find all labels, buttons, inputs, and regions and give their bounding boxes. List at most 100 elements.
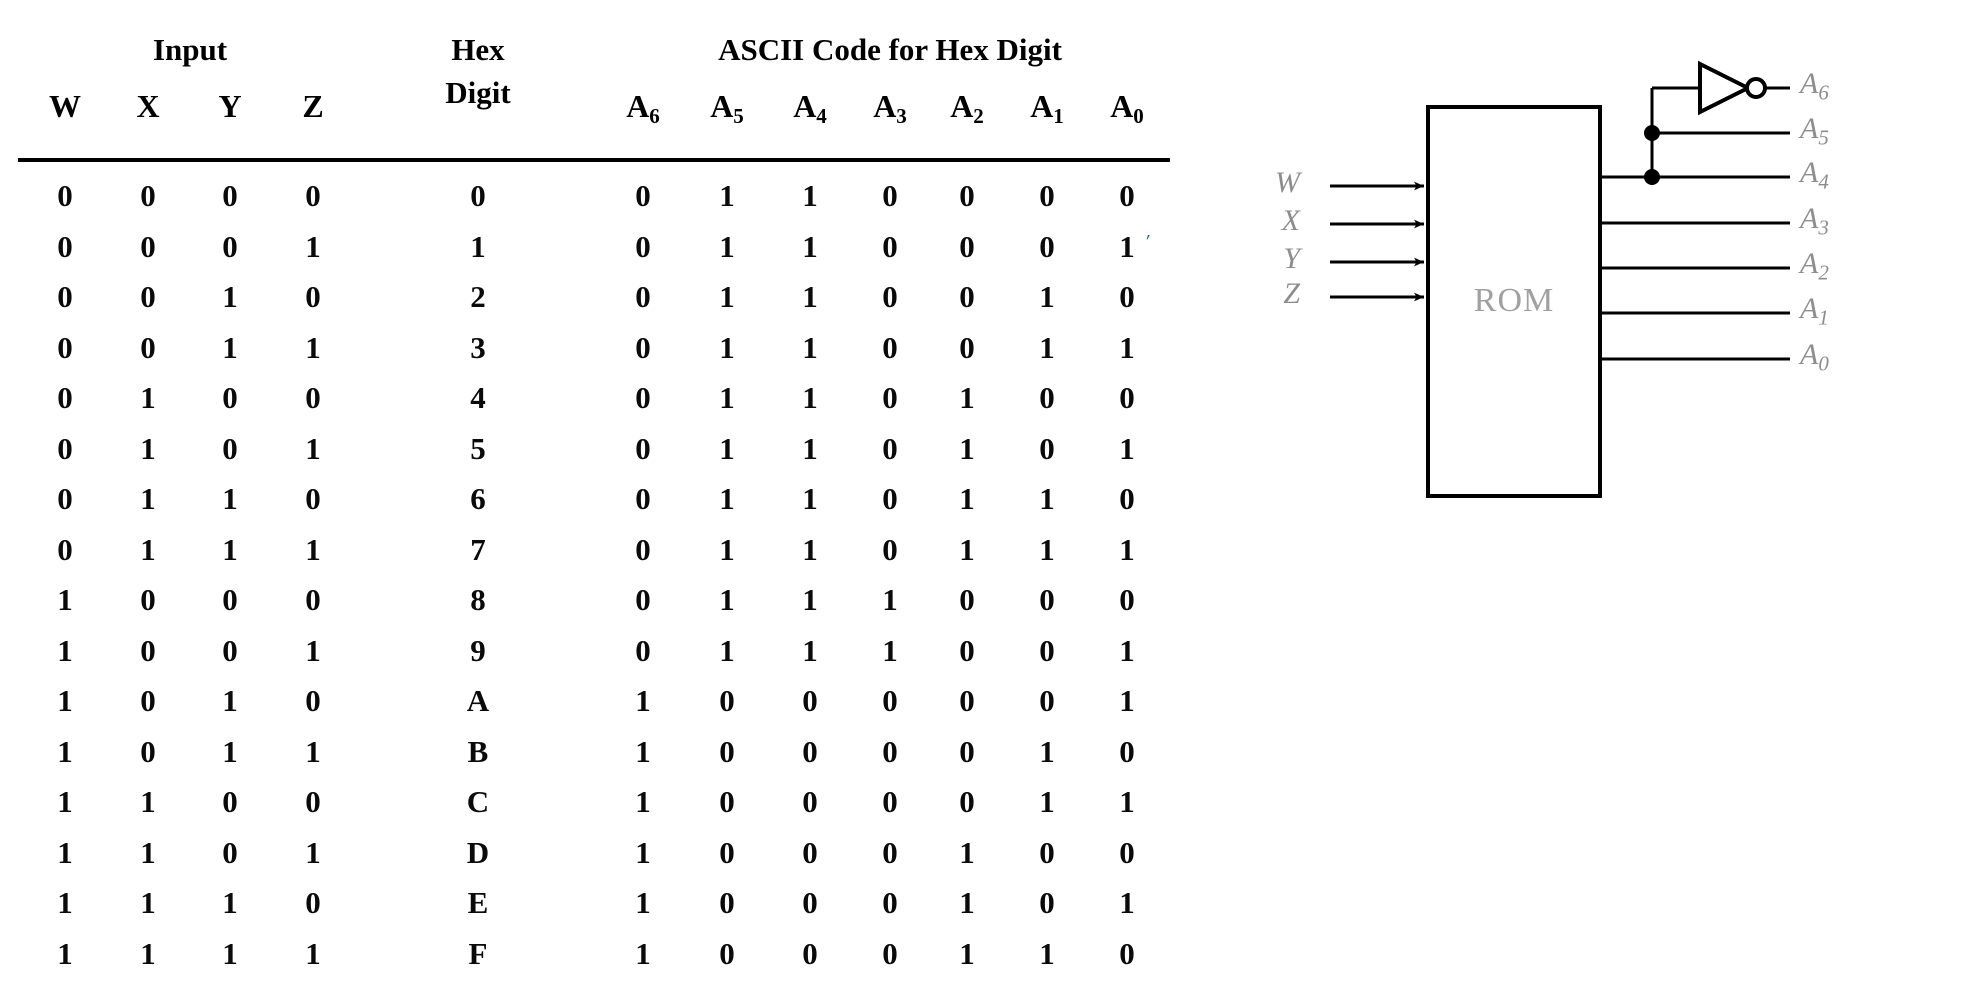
table-cell-input: 0 [222,430,238,466]
table-cell-ascii: 0 [635,632,651,668]
table-cell-ascii: 0 [959,178,975,213]
table-cell-hex-digit: 9 [470,632,486,668]
table-cell-ascii: 1 [1119,784,1135,819]
table-cell-ascii: 0 [1119,834,1135,870]
junction-dot-a4 [1644,169,1660,185]
table-cell-ascii: 0 [802,885,818,920]
table-cell-ascii: 0 [959,632,975,668]
table-cell-ascii: 1 [1119,228,1135,264]
table-cell-ascii: 0 [1119,935,1135,971]
table-cell-input: 0 [57,178,73,213]
table-cell-input: 0 [222,632,238,668]
table-cell-hex-digit: 7 [470,531,486,567]
table-cell-ascii: 0 [1039,834,1055,870]
table-cell-input: 1 [140,531,156,567]
table-cell-ascii: 0 [882,430,898,466]
table-cell-input: 0 [222,380,238,415]
table-cell-ascii: 1 [802,228,818,264]
table-cell-ascii: 0 [959,784,975,819]
table-cell-ascii: 0 [959,228,975,264]
table-cell-input: 1 [222,279,238,314]
table-cell-input: 1 [222,935,238,971]
table-cell-hex-digit: 0 [470,178,486,213]
table-cell-ascii: 1 [1039,279,1055,314]
column-header-a1: A1 [1030,88,1064,128]
table-cell-input: 1 [140,430,156,466]
table-cell-input: 1 [140,834,156,870]
table-cell-ascii: 0 [882,683,898,718]
table-cell-ascii: 1 [1119,683,1135,718]
table-cell-input: 0 [305,481,321,516]
table-cell-input: 1 [222,733,238,769]
table-cell-ascii: 1 [882,632,898,668]
table-cell-ascii: 1 [1119,329,1135,365]
table-cell-ascii: 1 [802,329,818,365]
table-cell-ascii: 1 [719,329,735,365]
table-cell-ascii: 1 [1119,632,1135,668]
table-cell-ascii: 1 [635,935,651,971]
table-cell-ascii: 0 [959,683,975,718]
table-cell-input: 1 [222,885,238,920]
table-group-header: Hex [451,32,505,67]
table-cell-ascii: 1 [802,531,818,567]
table-cell-ascii: 1 [719,380,735,415]
table-cell-input: 1 [222,683,238,718]
table-cell-input: 1 [57,885,73,920]
table-cell-ascii: 1 [635,784,651,819]
table-cell-ascii: 0 [1119,178,1135,213]
table-cell-input: 0 [140,329,156,365]
table-cell-input: 1 [305,329,321,365]
table-cell-ascii: 1 [635,733,651,769]
table-group-header: Input [152,32,228,67]
input-label-w: W [1275,166,1300,199]
table-cell-ascii: 1 [959,885,975,920]
table-cell-ascii: 0 [635,430,651,466]
table-cell-ascii: 0 [959,733,975,769]
table-cell-hex-digit: 5 [470,430,486,466]
output-label-a3: A3 [1800,202,1829,240]
table-cell-ascii: 0 [802,733,818,769]
table-cell-ascii: 1 [1039,733,1055,769]
table-cell-ascii: 0 [1039,178,1055,213]
output-label-a2: A2 [1800,247,1829,285]
table-cell-input: 1 [57,733,73,769]
table-cell-ascii: 1 [1119,531,1135,567]
table-cell-hex-digit: B [467,733,489,769]
table-cell-ascii: 0 [802,683,818,718]
table-cell-ascii: 0 [635,279,651,314]
table-cell-ascii: 0 [882,935,898,971]
table-cell-ascii: 0 [719,733,735,769]
table-cell-input: 0 [222,582,238,617]
column-header-a6: A6 [626,88,660,128]
column-header-z: Z [302,88,324,124]
table-cell-input: 1 [305,228,321,264]
column-header-y: Y [218,88,242,124]
table-cell-ascii: 1 [1119,430,1135,466]
table-cell-ascii: 0 [882,834,898,870]
table-cell-ascii: 0 [1119,481,1135,516]
table-cell-hex-digit: F [468,935,488,971]
column-header-a2: A2 [950,88,984,128]
table-cell-input: 0 [57,228,73,264]
table-cell-hex-digit: 4 [470,380,486,415]
rom-chip-body [1426,105,1602,498]
table-cell-input: 0 [222,834,238,870]
table-cell-ascii: 0 [635,329,651,365]
table-cell-ascii: 1 [719,178,735,213]
table-cell-ascii: 0 [1119,733,1135,769]
table-cell-ascii: 1 [802,430,818,466]
table-cell-input: 1 [222,531,238,567]
table-cell-ascii: 1 [1039,784,1055,819]
table-cell-ascii: 0 [802,784,818,819]
table-cell-input: 1 [57,683,73,718]
input-label-y: Y [1283,242,1300,275]
table-cell-input: 0 [140,683,156,718]
row-annotation-mark: ′ [1142,230,1152,253]
table-cell-ascii: 1 [719,481,735,516]
table-cell-input: 1 [305,531,321,567]
table-cell-input: 0 [140,178,156,213]
table-cell-ascii: 0 [882,885,898,920]
